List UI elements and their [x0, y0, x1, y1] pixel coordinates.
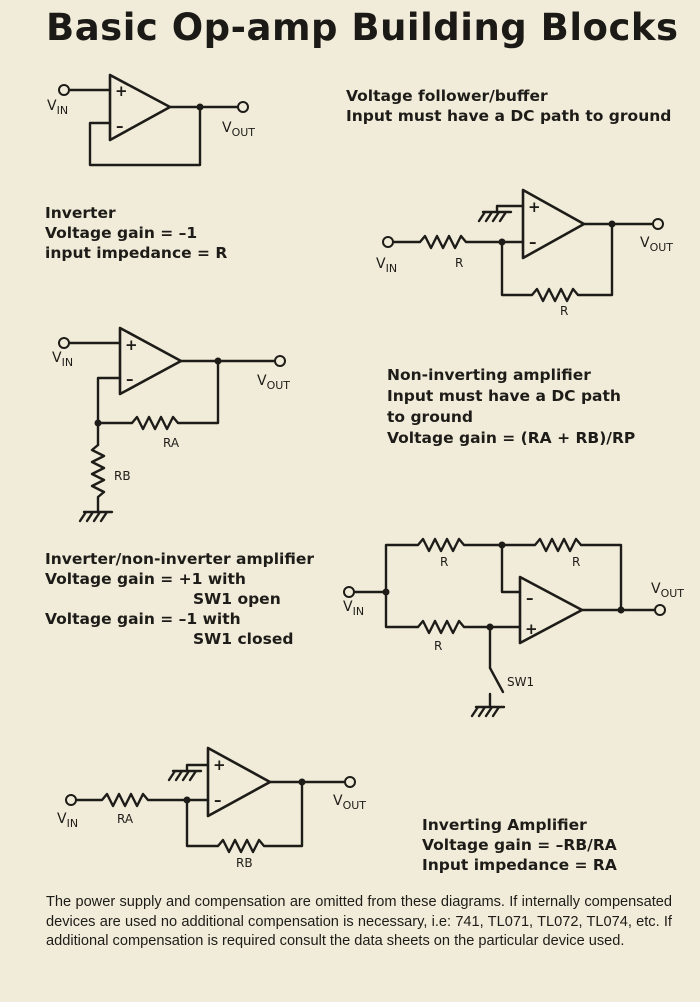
note-line: Input must have a DC path to ground [346, 107, 672, 125]
input-terminal [58, 84, 70, 96]
vin-label: VIN [47, 98, 68, 117]
note-heading: Voltage follower/buffer [346, 87, 548, 105]
op-amp-symbol [206, 746, 272, 818]
vin-label: VIN [52, 350, 73, 369]
vout-label: VOUT [257, 373, 290, 392]
minus-sign: – [529, 233, 537, 251]
note-line: Voltage gain = –1 with [45, 610, 241, 628]
note-line: Input impedance = RA [422, 856, 617, 874]
ra-label: RA [163, 436, 180, 450]
inverting-amplifier-note: Inverting Amplifier Voltage gain = –RB/R… [422, 815, 617, 875]
inverter-non-inverter-note: Inverter/non-inverter amplifier Voltage … [45, 549, 314, 649]
resistor-label: R [455, 256, 463, 270]
note-heading: Inverter/non-inverter amplifier [45, 550, 314, 568]
minus-sign: – [214, 791, 222, 809]
vout-label: VOUT [651, 581, 684, 600]
note-line: input impedance = R [45, 244, 228, 262]
op-amp-symbol [118, 326, 183, 396]
plus-sign: + [528, 198, 541, 216]
voltage-follower-circuit: + – VIN VOUT [47, 73, 255, 167]
resistor-label: R [572, 555, 580, 569]
output-terminal [344, 776, 356, 788]
ra-label: RA [117, 812, 134, 826]
note-heading: Non-inverting amplifier [387, 366, 591, 384]
vout-label: VOUT [640, 235, 673, 254]
output-terminal [654, 604, 666, 616]
note-line: Voltage gain = –RB/RA [422, 836, 617, 854]
vin-label: VIN [376, 256, 397, 275]
resistor-label: R [440, 555, 448, 569]
minus-sign: – [116, 117, 124, 135]
vout-label: VOUT [222, 120, 255, 139]
input-terminal [58, 337, 70, 349]
input-terminal [343, 586, 355, 598]
page-title: Basic Op-amp Building Blocks [46, 6, 679, 49]
inverter-circuit: + – VIN VOUT R R [376, 188, 673, 318]
footer-note: The power supply and compensation are om… [46, 894, 672, 949]
note-heading: Inverter [45, 204, 116, 222]
input-terminal [65, 794, 77, 806]
note-heading: Inverting Amplifier [422, 816, 587, 834]
op-amp-symbol [518, 575, 584, 645]
vin-label: VIN [57, 811, 78, 830]
op-amp-symbol [521, 188, 586, 260]
vout-label: VOUT [333, 793, 366, 812]
note-line: SW1 closed [193, 630, 294, 648]
resistor-label: R [560, 304, 568, 318]
plus-sign: + [125, 336, 138, 354]
plus-sign: + [213, 756, 226, 774]
rb-label: RB [236, 856, 253, 870]
output-terminal [652, 218, 664, 230]
non-inverting-amplifier-circuit: + – VIN VOUT RA RB [52, 326, 290, 523]
note-line: Voltage gain = +1 with [45, 570, 246, 588]
vin-label: VIN [343, 599, 364, 618]
plus-sign: + [115, 82, 128, 100]
note-line: Voltage gain = (RA + RB)/RP [387, 429, 636, 447]
non-inverting-note: Non-inverting amplifier Input must have … [387, 365, 635, 449]
rb-label: RB [114, 469, 131, 483]
minus-sign: – [126, 370, 134, 388]
output-terminal [237, 101, 249, 113]
sw1-label: SW1 [507, 675, 534, 689]
resistor-label: R [434, 639, 442, 653]
input-terminal [382, 236, 394, 248]
note-line: to ground [387, 408, 474, 426]
inverter-note: Inverter Voltage gain = –1 input impedan… [45, 203, 227, 263]
output-terminal [274, 355, 286, 367]
note-line: Input must have a DC path [387, 387, 621, 405]
note-line: Voltage gain = –1 [45, 224, 198, 242]
minus-sign: – [526, 589, 534, 607]
plus-sign: + [525, 620, 538, 638]
op-amp-symbol [108, 73, 172, 142]
inverter-non-inverter-circuit: – + VIN VOUT R R R SW1 [343, 537, 684, 718]
voltage-follower-note: Voltage follower/buffer Input must have … [346, 86, 671, 126]
note-line: SW1 open [193, 590, 281, 608]
inverting-amplifier-circuit: + – VIN VOUT RA RB [57, 746, 366, 870]
